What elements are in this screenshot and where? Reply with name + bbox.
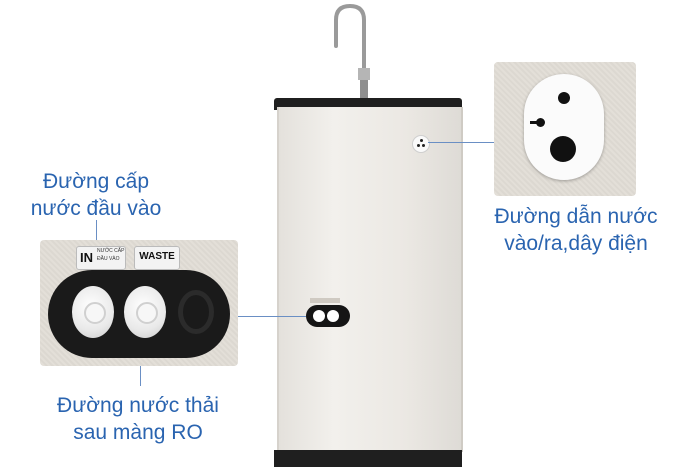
label-inlet: Đường cấp nước đầu vào bbox=[6, 168, 186, 222]
wire-port-plate bbox=[524, 74, 604, 180]
waste-tag: WASTE bbox=[139, 251, 175, 262]
purifier-cabinet bbox=[277, 107, 463, 452]
in-sub-1: NƯỚC CẤP bbox=[97, 248, 125, 254]
wire-hole-left bbox=[536, 118, 545, 127]
inlet-fitting bbox=[72, 286, 114, 338]
label-waste-line-1: Đường nước thải bbox=[57, 394, 219, 417]
port-housing bbox=[48, 270, 230, 358]
in-sub-2: ĐẦU VÀO bbox=[97, 256, 120, 262]
label-wire-port: Đường dẫn nước vào/ra,dây điện bbox=[472, 203, 680, 257]
label-waste: Đường nước thải sau màng RO bbox=[40, 392, 236, 446]
label-inlet-line-2: nước đầu vào bbox=[30, 197, 162, 220]
wire-hole-small bbox=[558, 92, 570, 104]
faucet bbox=[334, 3, 372, 106]
cabinet-bottom-trim bbox=[274, 450, 462, 467]
inset-wire-port bbox=[494, 62, 636, 196]
label-wire-port-line-1: Đường dẫn nước bbox=[494, 205, 658, 228]
label-inlet-line-1: Đường cấp bbox=[42, 170, 150, 193]
in-sticker: IN NƯỚC CẤP ĐẦU VÀO bbox=[76, 246, 126, 270]
cabinet-wire-port bbox=[412, 135, 430, 153]
cabinet-panel-stickers bbox=[310, 298, 340, 303]
in-tag: IN bbox=[80, 250, 93, 265]
label-wire-port-line-2: vào/ra,dây điện bbox=[504, 232, 648, 255]
label-waste-line-2: sau màng RO bbox=[73, 421, 203, 444]
wire-hole-large bbox=[550, 136, 576, 162]
leader-line-right bbox=[428, 142, 494, 143]
waste-sticker: WASTE bbox=[134, 246, 180, 270]
waste-fitting bbox=[124, 286, 166, 338]
cabinet-port-panel bbox=[306, 305, 350, 327]
inset-port-panel: IN NƯỚC CẤP ĐẦU VÀO WASTE bbox=[40, 240, 238, 366]
leader-line-left bbox=[238, 316, 306, 317]
wire-grommet bbox=[178, 290, 214, 334]
